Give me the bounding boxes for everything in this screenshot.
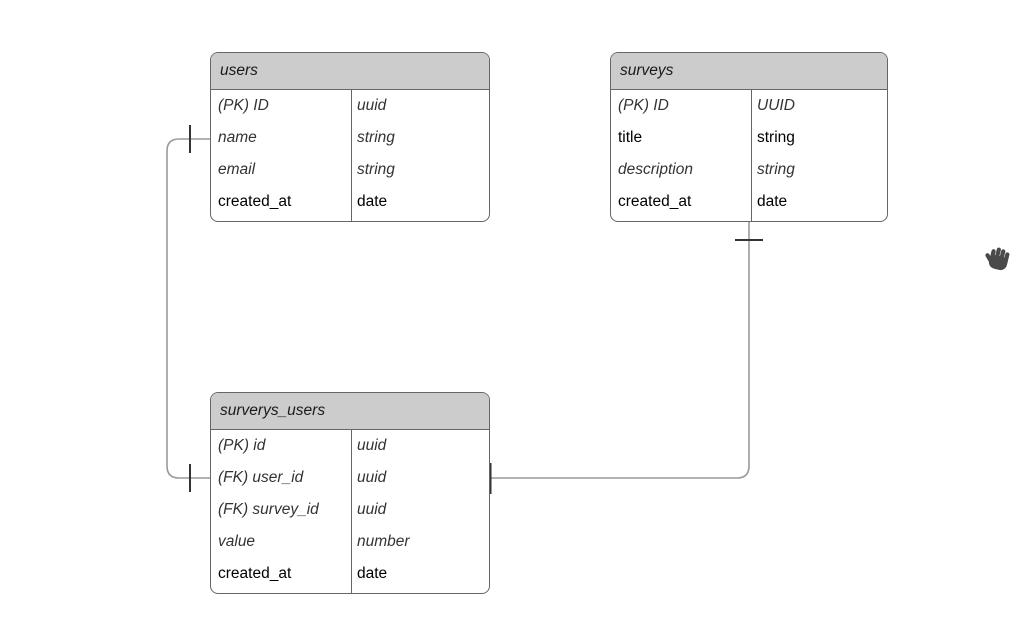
entity-row[interactable]: name string xyxy=(211,122,489,154)
field-type: string xyxy=(357,129,395,146)
entity-table-surverys_users[interactable]: surverys_users (PK) id uuid (FK) user_id… xyxy=(210,392,490,594)
entity-row[interactable]: created_at date xyxy=(211,558,489,590)
entity-row[interactable]: value number xyxy=(211,526,489,558)
column-divider xyxy=(751,90,752,221)
field-name: created_at xyxy=(218,193,292,210)
field-type: string xyxy=(757,129,795,146)
field-type: date xyxy=(357,193,388,210)
field-name: (PK) ID xyxy=(218,97,269,114)
field-type: date xyxy=(357,565,388,582)
entity-row[interactable]: (FK) user_id uuid xyxy=(211,462,489,494)
entity-table-users[interactable]: users (PK) ID uuid name string email str… xyxy=(210,52,490,222)
entity-row[interactable]: email string xyxy=(211,154,489,186)
column-divider xyxy=(351,430,352,593)
entity-table-body: (PK) ID uuid name string email string cr… xyxy=(211,90,489,221)
entity-table-title: surveys xyxy=(620,62,674,79)
entity-table-title: users xyxy=(220,62,258,79)
entity-row[interactable]: (PK) ID UUID xyxy=(611,90,887,122)
entity-row[interactable]: (PK) id uuid xyxy=(211,430,489,462)
field-name: name xyxy=(218,129,257,146)
field-type: UUID xyxy=(757,97,795,114)
entity-row[interactable]: (PK) ID uuid xyxy=(211,90,489,122)
field-name: email xyxy=(218,161,256,178)
field-type: string xyxy=(757,161,795,178)
entity-row[interactable]: title string xyxy=(611,122,887,154)
field-type: date xyxy=(757,193,788,210)
field-type: uuid xyxy=(357,437,387,454)
column-divider xyxy=(351,90,352,221)
field-name: created_at xyxy=(218,565,292,582)
field-name: (FK) user_id xyxy=(218,469,304,486)
field-name: value xyxy=(218,533,256,550)
relationship-edge-surveys-to-surverys_users[interactable] xyxy=(490,220,750,479)
field-type: uuid xyxy=(357,469,387,486)
field-type: string xyxy=(357,161,395,178)
field-name: created_at xyxy=(618,193,692,210)
entity-row[interactable]: created_at date xyxy=(611,186,887,218)
entity-table-header[interactable]: surverys_users xyxy=(211,393,489,430)
field-type: number xyxy=(357,533,410,550)
entity-table-title: surverys_users xyxy=(220,402,326,419)
entity-row[interactable]: description string xyxy=(611,154,887,186)
entity-table-surveys[interactable]: surveys (PK) ID UUID title string descri… xyxy=(610,52,888,222)
field-type: uuid xyxy=(357,97,387,114)
field-type: uuid xyxy=(357,501,387,518)
field-name: title xyxy=(618,129,643,146)
field-name: (PK) ID xyxy=(618,97,669,114)
entity-table-header[interactable]: users xyxy=(211,53,489,90)
entity-table-body: (PK) ID UUID title string description st… xyxy=(611,90,887,221)
field-name: (FK) survey_id xyxy=(218,501,319,518)
field-name: description xyxy=(618,161,693,178)
relationship-edge-users-to-surverys_users[interactable] xyxy=(166,138,210,479)
entity-table-header[interactable]: surveys xyxy=(611,53,887,90)
entity-row[interactable]: created_at date xyxy=(211,186,489,218)
grab-hand-cursor xyxy=(984,242,1013,274)
field-name: (PK) id xyxy=(218,437,266,454)
entity-table-body: (PK) id uuid (FK) user_id uuid (FK) surv… xyxy=(211,430,489,593)
entity-row[interactable]: (FK) survey_id uuid xyxy=(211,494,489,526)
